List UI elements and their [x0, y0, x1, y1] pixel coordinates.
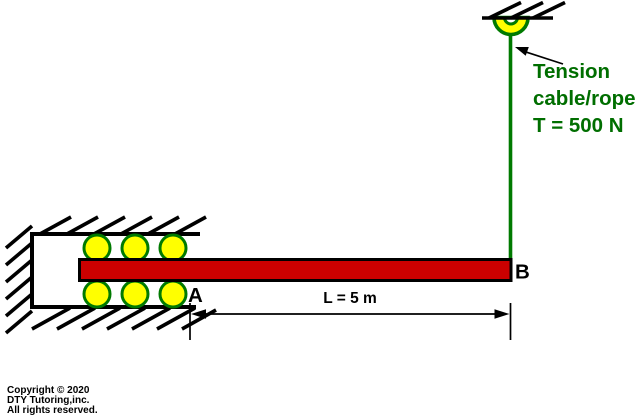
copyright-notice: Copyright © 2020 DTY Tutoring,inc. All r… [7, 386, 98, 416]
point-a-label: A [188, 284, 203, 307]
tension-label-line1: Tension [533, 60, 610, 83]
tension-label-line2: cable/rope [533, 87, 636, 110]
pulley-wheel [492, 15, 530, 37]
copyright-line2: DTY Tutoring,inc. [7, 395, 90, 406]
annotation-arrowhead [515, 47, 529, 56]
ceiling-hatch-lines [488, 0, 566, 20]
tension-annotation-arrow [515, 47, 564, 65]
copyright-line1: Copyright © 2020 [7, 385, 90, 396]
roller-icon [120, 279, 150, 309]
annotation-arrow-line [524, 50, 564, 65]
tension-label-line3: T = 500 N [533, 114, 624, 137]
roller-icon [82, 279, 112, 309]
tension-label: Tension cable/rope T = 500 N [533, 60, 636, 137]
support-hatch-top [39, 215, 207, 236]
point-b-label: B [515, 261, 530, 284]
roller-icon [158, 279, 188, 309]
support-hatch-bottom [31, 306, 217, 331]
beam [78, 258, 513, 282]
ceiling-mount [482, 0, 566, 20]
length-dimension: L = 5 m [189, 290, 512, 340]
copyright-line3: All rights reserved. [7, 405, 98, 416]
wall-support [4, 215, 217, 335]
support-outline [30, 232, 200, 309]
pulley-icon [492, 15, 530, 37]
roller-icon [158, 233, 188, 263]
dimension-arrowhead-right [494, 309, 510, 319]
roller-group [82, 233, 188, 309]
roller-icon [120, 233, 150, 263]
length-dimension-label: L = 5 m [323, 290, 377, 307]
support-hatch-left-wall [4, 224, 34, 335]
dimension-arrowhead-left [191, 309, 206, 319]
roller-icon [82, 233, 112, 263]
